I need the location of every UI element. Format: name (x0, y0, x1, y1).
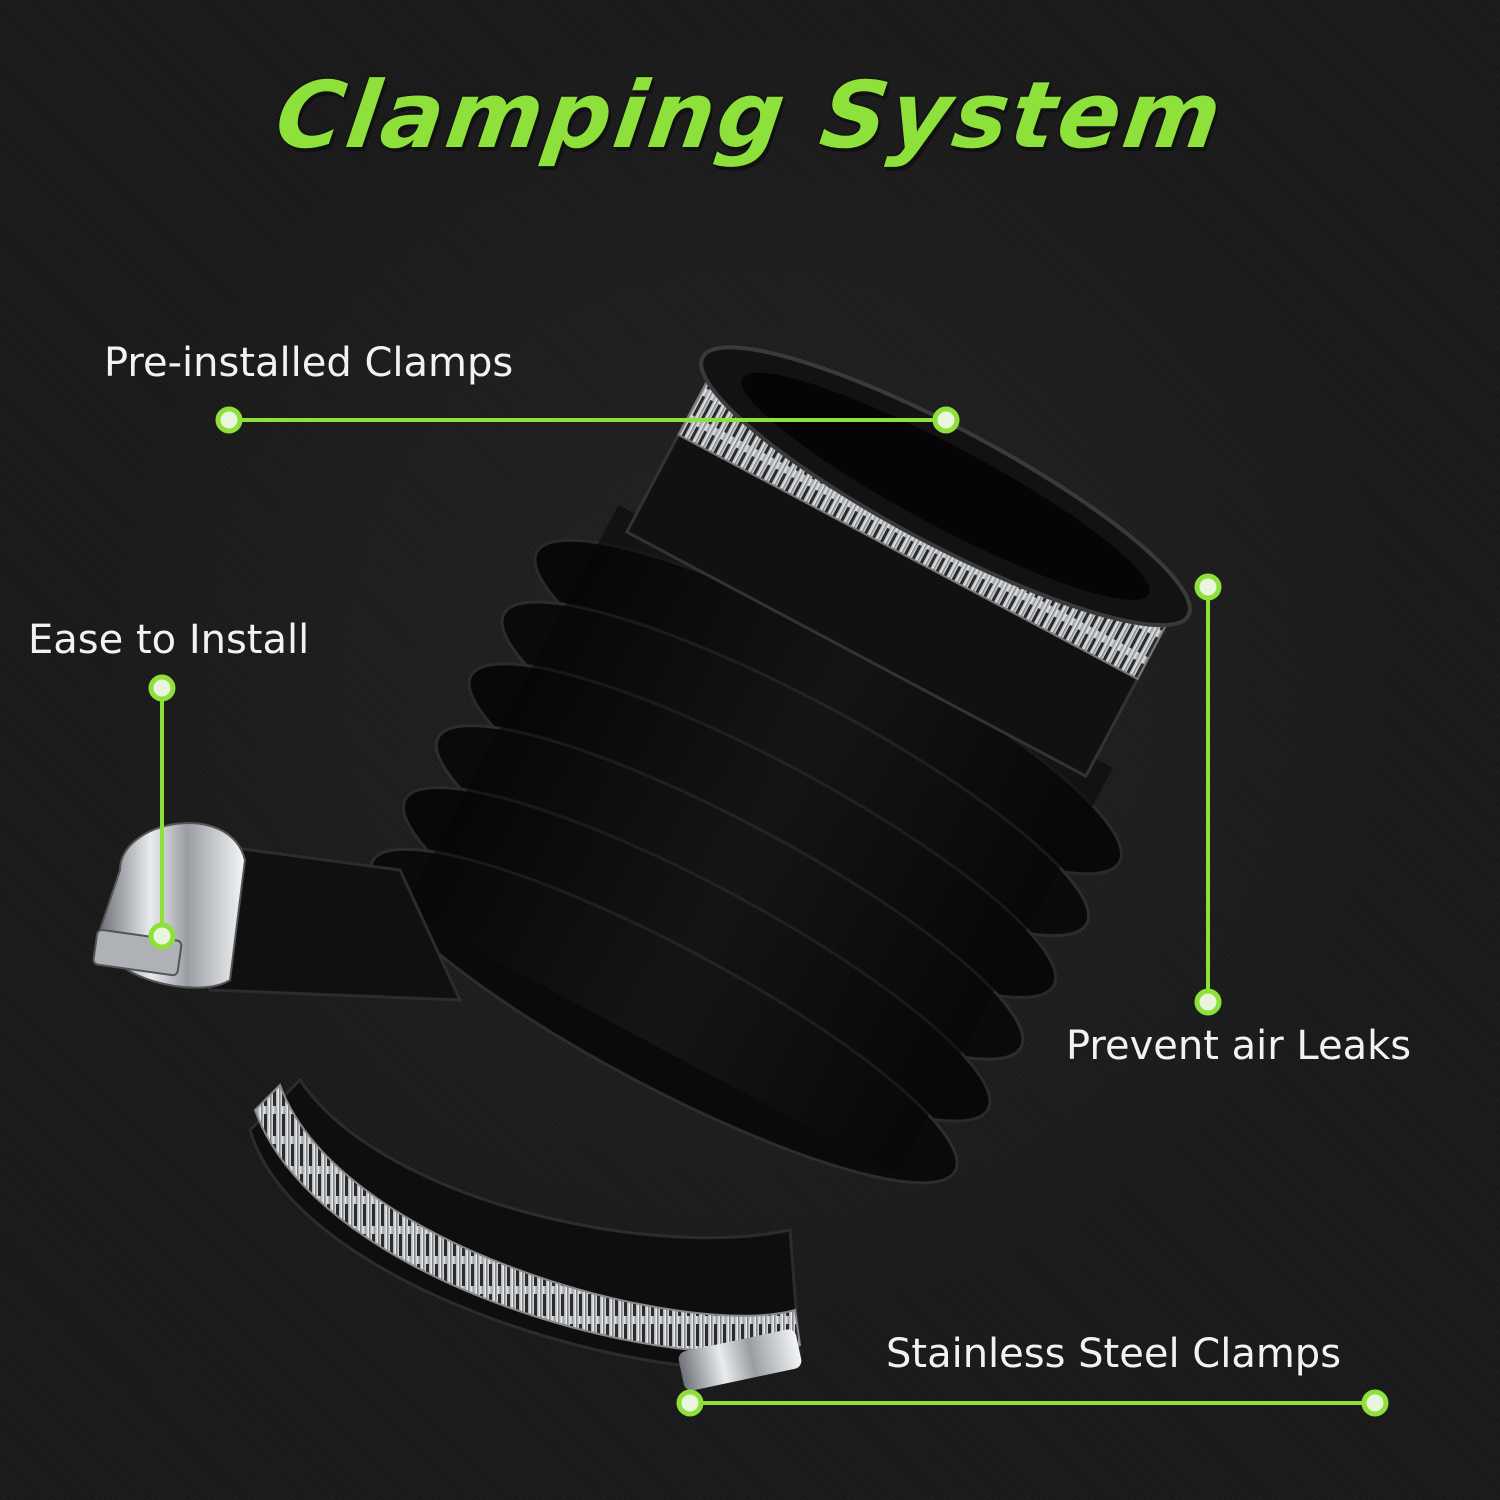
callout-stainless-steel-clamps: Stainless Steel Clamps (886, 1331, 1342, 1377)
ease-install-dot-start (148, 674, 176, 702)
prevent-leaks-dot-end (1194, 988, 1222, 1016)
prevent-leaks-dot-start (1194, 573, 1222, 601)
callout-ease-to-install: Ease to Install (28, 617, 310, 663)
stainless-dot-start (676, 1389, 704, 1417)
stainless-dot-end (1361, 1389, 1389, 1417)
pre-installed-dot-end (932, 406, 960, 434)
side-port (92, 822, 463, 1002)
ease-install-dot-end (148, 922, 176, 950)
pre-installed-dot-start (215, 406, 243, 434)
callout-lines (160, 418, 1375, 1405)
callout-dots (148, 406, 1389, 1417)
callout-prevent-air-leaks: Prevent air Leaks (1066, 1023, 1412, 1069)
bottom-outlet (248, 1077, 802, 1391)
bottom-clamp (253, 1083, 802, 1354)
bellows-ribs (369, 504, 1123, 1185)
callout-pre-installed-clamps: Pre-installed Clamps (104, 340, 514, 386)
intake-hose (369, 345, 1192, 1185)
